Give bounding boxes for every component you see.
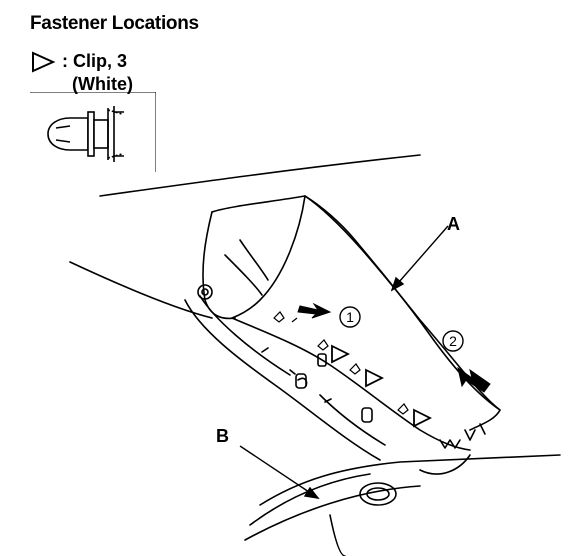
clip-marker-icon — [331, 344, 351, 364]
headliner-edge — [69, 261, 213, 319]
arrow-step-1 — [297, 302, 332, 319]
arrow-step-2 — [457, 366, 491, 393]
step-2-marker: 2 — [442, 330, 464, 352]
callout-b: B — [216, 426, 229, 446]
clip-detail-inset — [30, 92, 156, 172]
legend-clip-label: : Clip, 3 — [62, 51, 128, 71]
clip-icon — [47, 106, 124, 162]
floor-hole — [359, 482, 397, 506]
svg-text:2: 2 — [449, 333, 457, 349]
roof-line — [99, 154, 421, 197]
bolt-icon — [197, 284, 213, 300]
leader-b — [239, 445, 319, 499]
svg-text:1: 1 — [346, 309, 354, 325]
page-title: Fastener Locations — [30, 13, 199, 34]
open-triangle-icon — [32, 51, 56, 73]
step-1-marker: 1 — [339, 306, 361, 328]
fastener-legend: : Clip, 3 (White) — [30, 50, 133, 95]
leader-a — [391, 225, 449, 291]
door-sill-b — [259, 454, 561, 506]
legend-clip-color: (White) — [72, 74, 133, 95]
clip-locations — [331, 344, 433, 428]
callout-a: A — [447, 214, 460, 234]
clip-marker-icon — [365, 368, 385, 388]
clip-marker-icon — [413, 408, 433, 428]
